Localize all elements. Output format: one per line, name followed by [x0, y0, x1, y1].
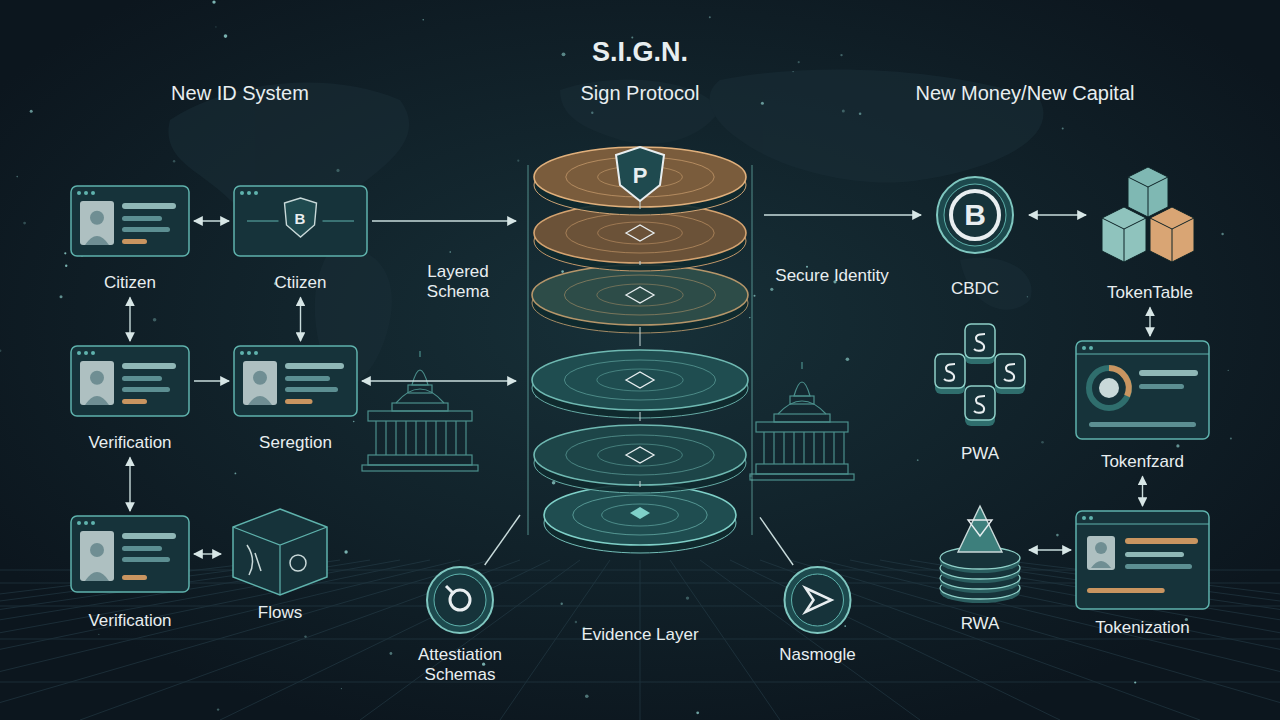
node-icon [935, 498, 1025, 602]
connector-arrow [129, 297, 130, 341]
id-card-box: Ctiizen [233, 185, 368, 293]
circle-node: Nasmogle [770, 565, 865, 665]
shield-letter: B [288, 210, 312, 228]
connector-arrow [760, 517, 793, 565]
cube-box: Flows [225, 505, 335, 623]
node-label: Flows [225, 603, 335, 623]
section-heading: New Money/New Capital [865, 81, 1185, 105]
token-cubes: TokenTable [1090, 165, 1210, 303]
id-card-box: Citizen [70, 185, 190, 293]
layer-stack: Evidence Layer [520, 145, 760, 645]
node-icon [1075, 340, 1210, 440]
layer-label: Secure Identity [772, 266, 892, 286]
connector-arrow [485, 515, 520, 565]
shield-letter: P [625, 163, 655, 189]
node-label: Citizen [70, 273, 190, 293]
node-label: Verification [70, 611, 190, 631]
node-label: Attestiation Schemas [405, 645, 515, 686]
capitol-building [750, 362, 854, 480]
node-icon [520, 145, 760, 545]
subtitle: Sign Protocol [490, 81, 790, 105]
node-icon [770, 565, 865, 635]
node-label: Tokenfzard [1075, 452, 1210, 472]
node-icon [233, 345, 358, 417]
circle-node: Attestiation Schemas [405, 565, 515, 686]
coin-circle: CBDC [925, 175, 1025, 299]
diagram-title: S.I.G.N. [490, 36, 790, 68]
dashboard-box: Tokenfzard [1075, 340, 1210, 472]
node-icon [925, 320, 1035, 428]
id-card-box: Seregtion [233, 345, 358, 453]
coin-stack: RWA [935, 498, 1025, 634]
node-label: Evidence Layer [520, 625, 760, 645]
node-label: Verification [70, 433, 190, 453]
node-icon [1075, 510, 1210, 610]
layer-label: Layered Schema [403, 262, 513, 303]
node-label: Ctiizen [233, 273, 368, 293]
section-heading: New ID System [110, 81, 370, 105]
connector-arrow [362, 380, 516, 381]
node-label: TokenTable [1090, 283, 1210, 303]
connector-arrow [194, 220, 229, 221]
coin-group: PWA [925, 320, 1035, 464]
id-card-box: Verification [70, 515, 190, 631]
node-label: RWA [935, 614, 1025, 634]
connector-arrow [300, 297, 301, 341]
connector-arrow [1029, 214, 1086, 215]
node-icon [1090, 165, 1210, 269]
node-icon [70, 185, 190, 257]
node-label: CBDC [925, 279, 1025, 299]
connector-arrow [129, 457, 130, 511]
connector-arrow [1149, 307, 1150, 336]
connector-arrow [1142, 476, 1143, 506]
node-icon [70, 345, 190, 417]
connector-arrow [194, 553, 221, 554]
node-label: Tokenization [1075, 618, 1210, 638]
coin-letter: B [955, 197, 995, 233]
node-label: Seregtion [233, 433, 358, 453]
connector-arrow [372, 220, 516, 221]
connector-arrow [194, 380, 229, 381]
dashboard-box: Tokenization [1075, 510, 1210, 638]
node-icon [405, 565, 515, 635]
node-icon [70, 515, 190, 593]
capitol-building [362, 351, 478, 471]
node-label: Nasmogle [770, 645, 865, 665]
connector-arrow [764, 214, 921, 215]
id-card-box: Verification [70, 345, 190, 453]
node-icon [225, 505, 335, 597]
connector-arrow [1029, 549, 1071, 550]
node-label: PWA [925, 444, 1035, 464]
